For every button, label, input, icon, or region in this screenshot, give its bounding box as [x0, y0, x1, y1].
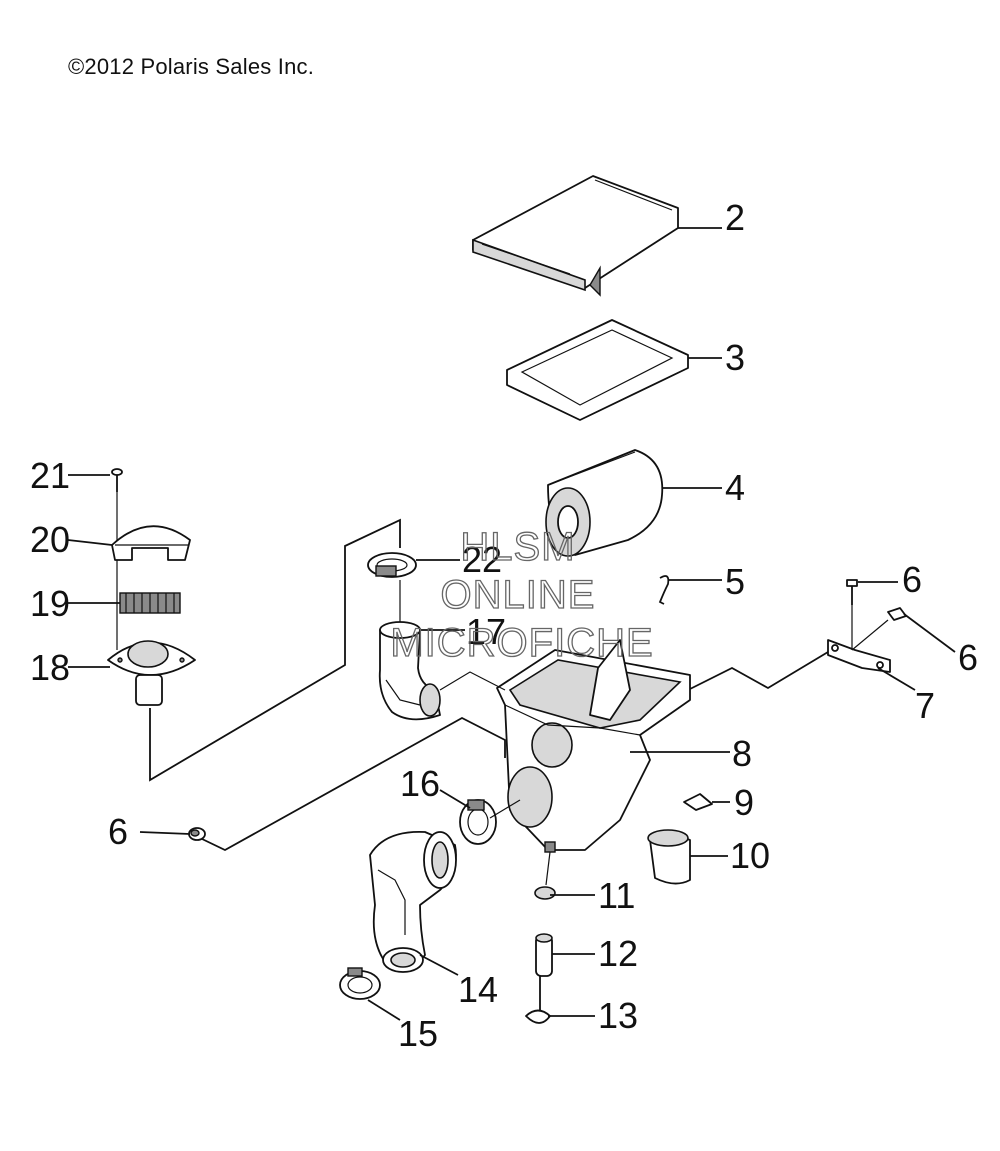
callout-5: 5: [725, 561, 745, 602]
watermark-line-2: ONLINE: [441, 573, 596, 617]
part-11-washer: [534, 886, 556, 900]
leader-6b: [903, 613, 956, 653]
callout-6-left: 6: [108, 811, 128, 852]
copyright-notice: ©2012 Polaris Sales Inc.: [68, 54, 315, 79]
leader-20: [67, 539, 113, 546]
part-18-breather-base: [107, 640, 196, 706]
part-6-screw-top: [846, 579, 858, 605]
callout-20: 20: [30, 519, 70, 560]
callout-11: 11: [598, 875, 635, 916]
leader-14: [419, 954, 459, 976]
part-21-screw: [111, 468, 123, 492]
connector-6-airbox: [199, 716, 506, 852]
watermark-line-3: MICROFICHE: [390, 621, 653, 665]
callout-8: 8: [732, 733, 752, 774]
callout-6-top: 6: [902, 559, 922, 600]
callout-21: 21: [30, 455, 70, 496]
callout-3: 3: [725, 337, 745, 378]
part-14-intake-duct: [369, 830, 457, 973]
callout-13: 13: [598, 995, 638, 1036]
callout-15: 15: [398, 1013, 438, 1054]
leader-16: [439, 789, 471, 809]
part-12-drain-tube: [535, 933, 553, 977]
callout-18: 18: [30, 647, 70, 688]
part-13-plug: [525, 976, 551, 1024]
part-2-airbox-cover: [472, 175, 679, 297]
part-15-clamp: [339, 967, 381, 1000]
part-6-nut-right: [887, 607, 907, 621]
callout-19: 19: [30, 583, 70, 624]
part-16-clamp: [459, 799, 497, 845]
callout-14: 14: [458, 969, 498, 1010]
callout-22: 22: [462, 539, 502, 580]
part-7-bracket: [827, 605, 891, 673]
part-3-filter-panel: [506, 319, 689, 421]
leader-6c: [139, 831, 191, 835]
callout-17: 17: [466, 611, 506, 652]
callout-4: 4: [725, 467, 745, 508]
callout-12: 12: [598, 933, 638, 974]
part-10-ring: [647, 829, 691, 885]
callout-10: 10: [730, 835, 770, 876]
part-17-elbow-hose: [378, 621, 441, 721]
callout-9: 9: [734, 782, 754, 823]
part-8-airbox-body: [496, 639, 691, 853]
connector-18-hose: [149, 518, 401, 782]
connector-7-8: [687, 651, 829, 691]
part-5-clip: [658, 575, 670, 605]
part-22-clamp: [367, 552, 417, 578]
leader-15: [367, 999, 401, 1021]
connector-8-17: [439, 671, 506, 691]
callout-6-right: 6: [958, 637, 978, 678]
callout-7: 7: [915, 685, 935, 726]
callout-16: 16: [400, 763, 440, 804]
part-19-breather-element: [119, 592, 181, 614]
part-20-breather-cap: [111, 525, 191, 561]
part-4-cylinder-filter: [545, 449, 664, 557]
connector-16-8: [489, 799, 521, 819]
leader-7: [877, 667, 916, 691]
connector-8-11: [545, 851, 551, 886]
part-6-fitting-left: [188, 827, 206, 841]
part-9-tab: [683, 793, 713, 811]
watermark-line-1: HLSM: [460, 525, 575, 569]
callout-2: 2: [725, 197, 745, 238]
